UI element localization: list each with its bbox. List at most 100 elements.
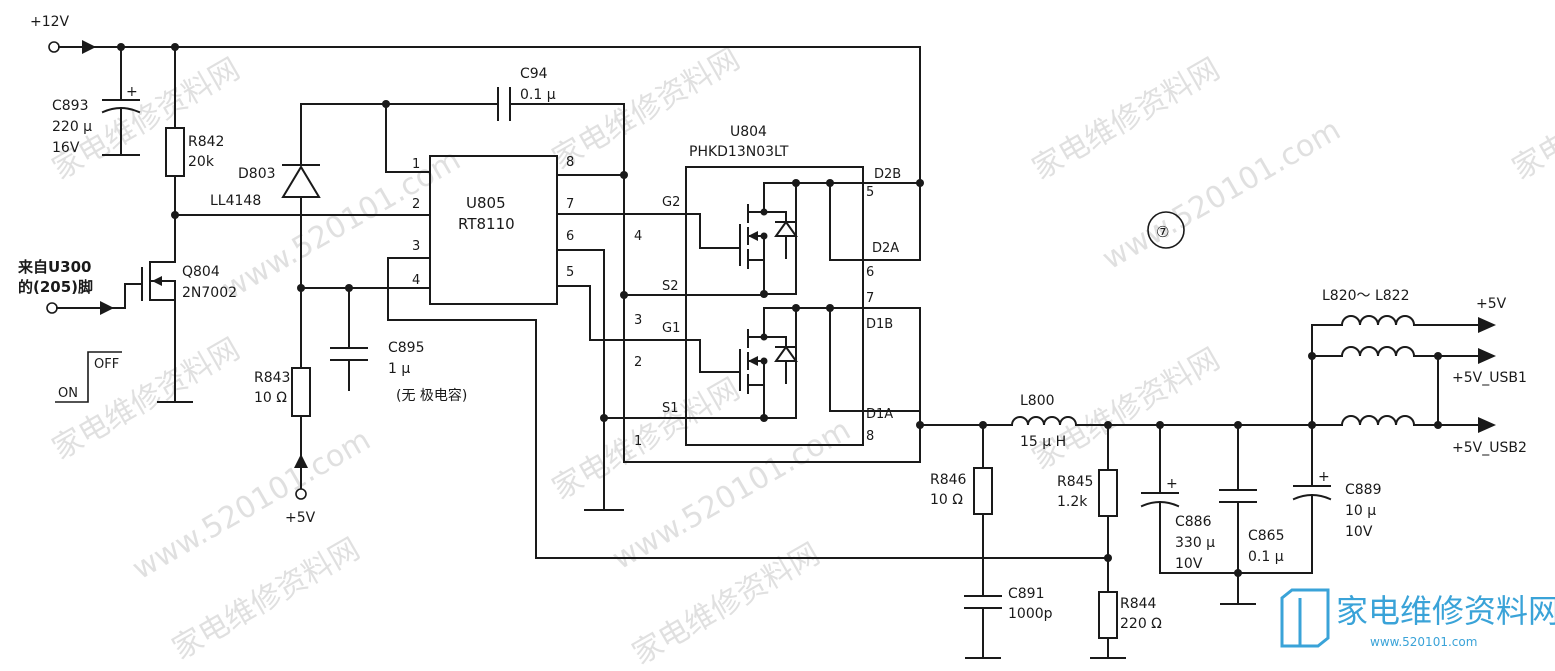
watermark-url: www.520101.com xyxy=(1097,112,1347,277)
r844-ref: R844 xyxy=(1120,596,1157,612)
q804-part: 2N7002 xyxy=(182,285,237,301)
svg-text:6: 6 xyxy=(866,265,874,280)
r845-ref: R845 xyxy=(1057,474,1093,490)
l800-value: 15 μ H xyxy=(1020,434,1066,450)
svg-text:7: 7 xyxy=(866,291,874,306)
capacitor-c886: + C886 330 μ 10V xyxy=(1140,424,1215,574)
r844-value: 220 Ω xyxy=(1120,616,1162,632)
out-5v-label: +5V xyxy=(1476,296,1507,312)
svg-text:7: 7 xyxy=(566,197,574,212)
c865-ref: C865 xyxy=(1248,528,1285,544)
l820-ref: L820～ L822 xyxy=(1322,288,1410,304)
c889-rating: 10V xyxy=(1345,524,1373,540)
ic-u804: U804 PHKD13N03LT 4 3 2 1 5 6 7 8 G2 S2 G… xyxy=(603,124,921,449)
r843-value: 10 Ω xyxy=(254,390,287,406)
r842-value: 20k xyxy=(188,154,215,170)
svg-text:5: 5 xyxy=(566,265,574,280)
svg-text:+: + xyxy=(1166,476,1178,492)
capacitor-c94: C94 0.1 μ xyxy=(497,66,625,176)
ic-u805: U805 RT8110 1 2 3 4 8 7 6 5 xyxy=(412,155,574,305)
svg-text:D2B: D2B xyxy=(874,167,901,182)
c895-note: (无 极电容) xyxy=(396,387,467,404)
u804-body xyxy=(685,166,864,446)
c891-value: 1000p xyxy=(1008,606,1053,622)
c94-ref: C94 xyxy=(520,66,548,82)
svg-text:+: + xyxy=(126,84,138,100)
out-usb2-label: +5V_USB2 xyxy=(1452,440,1527,456)
signal-arrow-icon xyxy=(100,301,114,315)
c893-value: 220 μ xyxy=(52,119,92,135)
resistor-r845: R845 1.2k xyxy=(1057,424,1118,593)
capacitor-c895: C895 1 μ (无 极电容) xyxy=(330,287,467,404)
off-label: OFF xyxy=(94,357,119,372)
resistor-r846: R846 10 Ω xyxy=(930,424,993,597)
control-input: 来自U300 的(205)脚 OFF ON xyxy=(17,258,126,403)
u805-ref: U805 xyxy=(466,194,506,212)
c893-ref: C893 xyxy=(52,98,89,114)
watermark-text: 家电维修资料网 xyxy=(1027,342,1226,477)
l800-ref: L800 xyxy=(1020,393,1055,409)
inductor-l800: L800 15 μ H xyxy=(1010,393,1078,450)
c94-value: 0.1 μ xyxy=(520,87,556,103)
svg-text:6: 6 xyxy=(566,229,574,244)
q804-ref: Q804 xyxy=(182,264,220,280)
c886-rating: 10V xyxy=(1175,556,1203,572)
out-usb1-label: +5V_USB1 xyxy=(1452,370,1527,386)
capacitor-c893: + C893 220 μ 16V xyxy=(52,46,141,156)
u805-part: RT8110 xyxy=(458,215,515,233)
svg-text:1: 1 xyxy=(634,434,642,449)
inductors-l820-l822: L820～ L822 +5V +5V_USB1 +5V_USB2 xyxy=(1308,288,1527,456)
resistor-r843: R843 10 Ω +5V xyxy=(254,367,316,526)
c865-value: 0.1 μ xyxy=(1248,549,1284,565)
c889-value: 10 μ xyxy=(1345,503,1376,519)
c886-value: 330 μ xyxy=(1175,535,1215,551)
figure-number: ⑦ xyxy=(1147,211,1185,249)
svg-text:2: 2 xyxy=(634,355,642,370)
svg-text:S1: S1 xyxy=(662,401,679,416)
signal-arrow-icon xyxy=(294,454,308,468)
capacitor-c891: C891 1000p xyxy=(964,586,1053,659)
svg-text:5: 5 xyxy=(866,185,874,200)
c895-ref: C895 xyxy=(388,340,425,356)
svg-text:3: 3 xyxy=(634,313,642,328)
d803-part: LL4148 xyxy=(210,193,261,209)
r845-value: 1.2k xyxy=(1057,494,1088,510)
capacitor-c865: C865 0.1 μ xyxy=(1219,424,1285,605)
v12-terminal xyxy=(48,41,60,53)
svg-text:4: 4 xyxy=(412,273,420,288)
signal-arrow-icon xyxy=(1478,317,1496,333)
u804-ref: U804 xyxy=(730,124,767,140)
u805-body xyxy=(429,155,558,305)
figure-number-text: ⑦ xyxy=(1156,223,1169,241)
v5-in-label: +5V xyxy=(285,510,316,526)
svg-text:G1: G1 xyxy=(662,321,680,336)
svg-text:8: 8 xyxy=(566,155,574,170)
svg-text:3: 3 xyxy=(412,239,420,254)
transistor-q804: Q804 2N7002 xyxy=(124,214,237,403)
svg-text:S2: S2 xyxy=(662,279,679,294)
signal-arrow-icon xyxy=(82,40,96,54)
watermark-text: 家电维修资料网 xyxy=(1027,52,1226,187)
resistor-r842: R842 20k xyxy=(165,46,224,219)
c893-rating: 16V xyxy=(52,140,80,156)
svg-text:G2: G2 xyxy=(662,195,680,210)
u804-part: PHKD13N03LT xyxy=(689,144,789,160)
signal-arrow-icon xyxy=(1478,417,1496,433)
c886-ref: C886 xyxy=(1175,514,1212,530)
site-logo: 家电维修资料网 www.520101.com xyxy=(1280,588,1555,649)
d803-ref: D803 xyxy=(238,166,276,182)
r846-value: 10 Ω xyxy=(930,492,963,508)
c889-ref: C889 xyxy=(1345,482,1382,498)
svg-text:4: 4 xyxy=(634,229,642,244)
c891-ref: C891 xyxy=(1008,586,1045,602)
book-logo-icon xyxy=(1280,588,1330,648)
svg-text:D2A: D2A xyxy=(872,241,899,256)
v12-label: +12V xyxy=(30,14,70,30)
svg-text:+: + xyxy=(1318,469,1330,485)
c895-value: 1 μ xyxy=(388,361,410,377)
v12-rail: +12V xyxy=(30,14,921,184)
svg-text:D1A: D1A xyxy=(866,407,893,422)
capacitor-c889: + C889 10 μ 10V xyxy=(1292,424,1382,574)
r843-ref: R843 xyxy=(254,370,290,386)
